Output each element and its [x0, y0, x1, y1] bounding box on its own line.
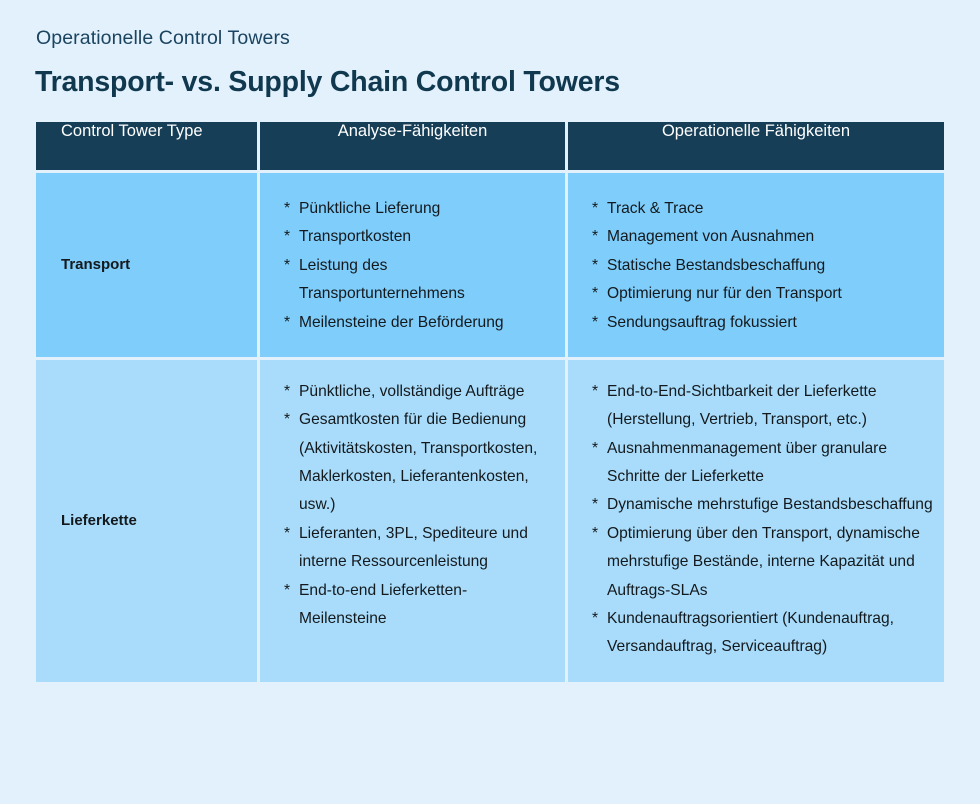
list-item-text: Optimierung nur für den Transport	[607, 285, 842, 303]
table-header: Control Tower Type Analyse-Fähigkeiten O…	[36, 122, 944, 173]
bullet-marker-icon: *	[592, 609, 599, 627]
table-body: Transport * Pünktliche Lieferung * Transpo…	[36, 173, 944, 682]
comparison-table: Control Tower Type Analyse-Fähigkeiten O…	[36, 122, 944, 682]
list-item: * Kundenauftragsorientiert (Kundenauftrag…	[592, 605, 938, 662]
column-header-operational: Operationelle Fähigkeiten	[568, 122, 944, 173]
list-item-text: Track & Trace	[607, 200, 704, 217]
list-item: * Gesamtkosten für die Bedienung (Aktivit…	[284, 406, 551, 520]
bullet-list-lieferkette-analytics: * Pünktliche, vollständige Aufträge * Gesa…	[260, 360, 565, 653]
list-item: * Sendungsauftrag fokussiert	[592, 309, 930, 337]
bullet-marker-icon: *	[592, 256, 599, 274]
list-item: * Ausnahmenmanagement über granulare Schr…	[592, 435, 938, 492]
bullet-list-transport-operational: * Track & Trace * Management von Ausnahmen…	[568, 173, 944, 357]
list-item-text: Statische Bestandsbeschaffung	[607, 256, 826, 274]
bullet-marker-icon: *	[284, 313, 291, 331]
list-item: * Management von Ausnahmen	[592, 223, 930, 251]
list-item: * Pünktliche Lieferung	[284, 195, 551, 223]
page-title: Transport- vs. Supply Chain Control Towe…	[35, 66, 620, 98]
list-item-text: Optimierung über den Transport, dynamisc…	[607, 524, 920, 599]
list-item-text: Gesamtkosten für die Bedienung (Aktivitä…	[299, 411, 538, 514]
list-item: * End-to-end Lieferketten-Meilensteine	[284, 577, 551, 634]
cell-transport-analytics: * Pünktliche Lieferung * Transportkosten *…	[260, 173, 568, 360]
list-item: * Optimierung nur für den Transport	[592, 280, 930, 308]
list-item-text: Pünktliche, vollständige Aufträge	[299, 382, 525, 400]
list-item: * Leistung des Transportunternehmens	[284, 252, 551, 309]
bullet-list-lieferkette-operational: * End-to-End-Sichtbarkeit der Lieferkette…	[568, 360, 944, 682]
list-item-text: Sendungsauftrag fokussiert	[607, 313, 797, 331]
table-row-lieferkette: Lieferkette * Pünktliche, vollständige Au…	[36, 359, 944, 682]
header-row: Control Tower Type Analyse-Fähigkeiten O…	[36, 122, 944, 173]
cell-lieferkette-analytics: * Pünktliche, vollständige Aufträge * Gesa…	[260, 359, 568, 682]
list-item: * Dynamische mehrstufige Bestandsbeschaff…	[592, 491, 938, 519]
row-label-lieferkette: Lieferkette	[36, 359, 260, 682]
list-item-text: Leistung des Transportunternehmens	[299, 256, 465, 303]
list-item-text: End-to-End-Sichtbarkeit der Lieferkette …	[607, 382, 877, 429]
list-item: * Optimierung über den Transport, dynamis…	[592, 520, 938, 605]
column-header-control-tower-type: Control Tower Type	[36, 122, 260, 173]
cell-transport-operational: * Track & Trace * Management von Ausnahmen…	[568, 173, 944, 360]
list-item-text: Ausnahmenmanagement über granulare Schri…	[607, 439, 888, 485]
list-item-text: Dynamische mehrstufige Bestandsbeschaffu…	[607, 496, 933, 514]
bullet-list-transport-analytics: * Pünktliche Lieferung * Transportkosten *…	[260, 173, 565, 357]
bullet-marker-icon: *	[592, 439, 599, 457]
bullet-marker-icon: *	[592, 496, 599, 514]
list-item-text: Kundenauftragsorientiert (Kundenauftrag,…	[607, 609, 894, 656]
bullet-marker-icon: *	[284, 228, 291, 246]
list-item: * Track & Trace	[592, 195, 930, 223]
bullet-marker-icon: *	[284, 382, 291, 400]
list-item: * Statische Bestandsbeschaffung	[592, 252, 930, 280]
list-item: * Transportkosten	[284, 223, 551, 251]
list-item: * Lieferanten, 3PL, Spediteure und intern…	[284, 520, 551, 577]
bullet-marker-icon: *	[592, 313, 599, 331]
list-item-text: Transportkosten	[299, 228, 412, 246]
eyebrow-label: Operationelle Control Towers	[36, 27, 290, 49]
bullet-marker-icon: *	[592, 200, 599, 217]
column-header-analytics: Analyse-Fähigkeiten	[260, 122, 568, 173]
bullet-marker-icon: *	[592, 382, 599, 400]
bullet-marker-icon: *	[592, 524, 599, 542]
list-item: * Meilensteine der Beförderung	[284, 309, 551, 337]
cell-lieferkette-operational: * End-to-End-Sichtbarkeit der Lieferkette…	[568, 359, 944, 682]
list-item-text: Meilensteine der Beförderung	[299, 313, 504, 331]
bullet-marker-icon: *	[592, 285, 599, 303]
list-item: * End-to-End-Sichtbarkeit der Lieferkette…	[592, 378, 938, 435]
bullet-marker-icon: *	[284, 200, 291, 217]
list-item-text: End-to-end Lieferketten-Meilensteine	[299, 581, 468, 627]
bullet-marker-icon: *	[284, 411, 291, 429]
list-item: * Pünktliche, vollständige Aufträge	[284, 378, 551, 406]
list-item-text: Management von Ausnahmen	[607, 228, 815, 246]
list-item-text: Pünktliche Lieferung	[299, 200, 441, 217]
list-item-text: Lieferanten, 3PL, Spediteure und interne…	[299, 524, 528, 571]
bullet-marker-icon: *	[284, 524, 291, 542]
row-label-transport: Transport	[36, 173, 260, 360]
table-row-transport: Transport * Pünktliche Lieferung * Transpo…	[36, 173, 944, 360]
bullet-marker-icon: *	[284, 581, 291, 599]
bullet-marker-icon: *	[284, 256, 291, 274]
bullet-marker-icon: *	[592, 228, 599, 246]
